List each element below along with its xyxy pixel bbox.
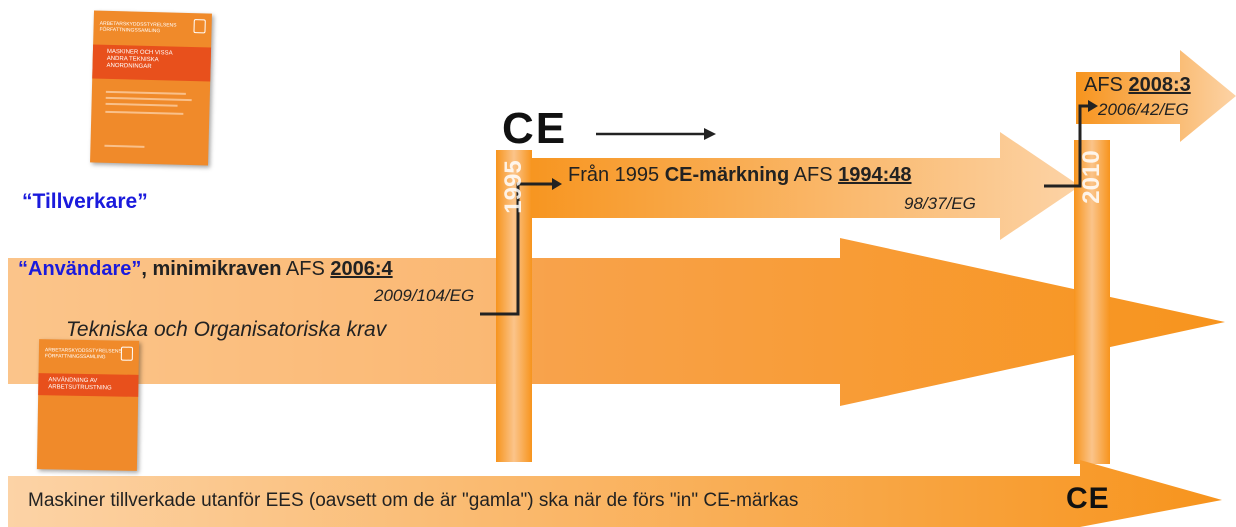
emblem-icon [120,346,134,361]
label-tekniska: Tekniska och Organisatoriska krav [66,318,387,341]
book-maskiner: ARBETARSKYDDSSTYRELSENS FÖRFATTNINGSSAML… [90,10,212,166]
label-minimikraven: , minimikraven [141,258,282,280]
label-anvandare: “Användare” [18,258,142,280]
label-ce-markning: CE-märkning [664,164,790,186]
label-afs-top-line: AFS 2008:3 [1084,74,1191,97]
label-afs-2008: 2008:3 [1128,74,1191,96]
year-2010: 2010 [1078,150,1105,204]
label-fran-prefix: Från 1995 [568,164,665,186]
label-afs-1994-prefix: AFS [789,164,839,186]
book-header: ARBETARSKYDDSSTYRELSENS FÖRFATTNINGSSAML… [99,20,177,35]
label-afs-1994: 1994:48 [838,164,912,186]
book-title: ANVÄNDNING AV ARBETSUTRUSTNING [48,377,112,392]
label-afs-top-prefix: AFS [1084,74,1129,96]
label-dir-2009: 2009/104/EG [374,286,475,305]
ce-top-arrow-head [704,128,716,140]
label-dir-98: 98/37/EG [904,194,976,213]
book-title: MASKINER OCH VISSA ANDRA TEKNISKA ANORDN… [106,48,173,71]
label-fran-1995-line: Från 1995 CE-märkning AFS 1994:48 [568,164,912,187]
bar-2010 [1074,140,1110,464]
bar-1995 [496,150,532,462]
book-anvandning: ARBETARSKYDDSSTYRELSENS FÖRFATTNINGSSAML… [36,339,140,471]
bottom-arrow [8,460,1222,527]
label-tillverkare: “Tillverkare” [22,190,148,213]
emblem-icon [193,19,206,34]
label-afs-prefix: AFS [281,258,331,280]
arrow-2008 [1076,50,1236,142]
connector-1995 [480,182,554,316]
ce-mark-top: CE [502,104,568,153]
ce-mark-bottom: CE [1066,482,1110,515]
label-dir-2006: 2006/42/EG [1098,100,1189,119]
book-header: ARBETARSKYDDSSTYRELSENS FÖRFATTNINGSSAML… [44,347,122,361]
label-bottom: Maskiner tillverkade utanför EES (oavset… [28,490,799,511]
label-afs-2006: 2006:4 [330,258,393,280]
year-1995: 1995 [500,160,527,214]
label-anvandare-line: “Användare”, minimikraven AFS 2006:4 [18,258,393,281]
connector-2010 [1044,104,1090,188]
ce-arrow-1995 [516,132,1080,240]
